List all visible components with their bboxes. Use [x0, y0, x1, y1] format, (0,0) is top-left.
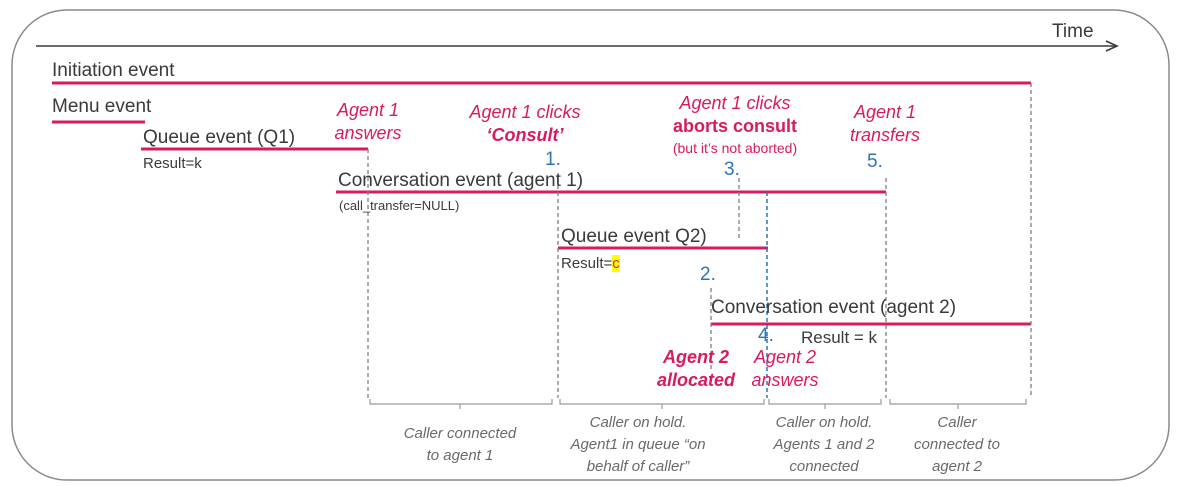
- diagram-frame: [11, 9, 1170, 481]
- allocated-line1: Agent 2: [662, 347, 729, 367]
- phase-bracket-4: [889, 399, 1027, 409]
- step-number-3: 3.: [724, 159, 740, 180]
- phase-4-line2: connected to: [914, 435, 1000, 453]
- step-number-2: 2.: [700, 264, 716, 285]
- abort-line3: (but it’s not aborted): [672, 139, 798, 156]
- conversation-agent1-note: (call_transfer=NULL): [339, 198, 460, 213]
- phase-caption-1: Caller connected to agent 1: [380, 423, 540, 467]
- phase-4-line1: Caller: [937, 414, 977, 431]
- consult-line2: ‘Consult’: [486, 125, 564, 146]
- phase-brackets: [369, 399, 1027, 409]
- queue-q1-label: Queue event (Q1): [143, 127, 296, 148]
- agent1-answers-annotation: Agent 1 answers: [326, 99, 410, 146]
- transfers-line2: transfers: [849, 125, 921, 146]
- phase-3-line2: Agents 1 and 2: [773, 435, 875, 453]
- initiation-event-label: Initiation event: [52, 60, 175, 81]
- abort-line1: Agent 1 clicks: [679, 93, 791, 113]
- conversation-agent2-label: Conversation event (agent 2): [711, 297, 957, 318]
- phase-4-line3: agent 2: [931, 457, 983, 475]
- phase-2-line1: Caller on hold.: [589, 414, 687, 431]
- phase-3-line3: connected: [789, 457, 859, 475]
- transfers-annotation: Agent 1 transfers: [838, 101, 932, 148]
- agent1-answers-line1: Agent 1: [336, 100, 400, 120]
- conversation-agent2-result: Result = k: [801, 328, 878, 347]
- phase-2-line2: Agent1 in queue “on: [570, 435, 706, 453]
- queue-q2-label: Queue event Q2): [561, 226, 707, 247]
- phase-bracket-3: [768, 399, 882, 409]
- agent2-answers-line2: answers: [751, 370, 819, 391]
- step-number-1: 1.: [545, 149, 561, 170]
- phase-bracket-2: [559, 399, 765, 409]
- conversation-agent1-label: Conversation event (agent 1): [338, 170, 584, 191]
- phase-3-line1: Caller on hold.: [775, 414, 873, 431]
- phase-bracket-1: [369, 399, 553, 409]
- phase-caption-2: Caller on hold. Agent1 in queue “on beha…: [548, 412, 728, 477]
- phase-1-line2: to agent 1: [426, 446, 494, 464]
- queue-q1-result: Result=k: [143, 155, 202, 172]
- queue-q2-result-prefix: Result=: [561, 255, 613, 272]
- agent2-answers-annotation: Agent 2 answers: [740, 346, 830, 393]
- phase-caption-4: Caller connected to agent 2: [898, 412, 1016, 477]
- step-number-5: 5.: [867, 151, 883, 172]
- menu-event-label: Menu event: [52, 96, 152, 117]
- agent1-answers-line2: answers: [334, 123, 402, 144]
- agent2-allocated-annotation: Agent 2 allocated: [650, 346, 742, 393]
- abort-line2: aborts consult: [672, 116, 797, 137]
- queue-q2-result: Result=c: [561, 255, 620, 272]
- agent2-answers-line1: Agent 2: [753, 347, 817, 367]
- phase-2-line3: behalf of caller”: [586, 457, 690, 475]
- consult-line1: Agent 1 clicks: [469, 102, 581, 122]
- phase-caption-3: Caller on hold. Agents 1 and 2 connected: [760, 412, 888, 477]
- allocated-line2: allocated: [656, 370, 736, 391]
- phase-1-line1: Caller connected: [403, 425, 517, 442]
- step-number-4: 4.: [758, 325, 774, 346]
- consult-annotation: Agent 1 clicks ‘Consult’: [453, 101, 597, 148]
- queue-q2-result-value: c: [612, 255, 620, 272]
- abort-consult-annotation: Agent 1 clicks aborts consult (but it’s …: [646, 92, 824, 157]
- transfers-line1: Agent 1: [853, 102, 917, 122]
- time-axis-label: Time: [1052, 21, 1094, 42]
